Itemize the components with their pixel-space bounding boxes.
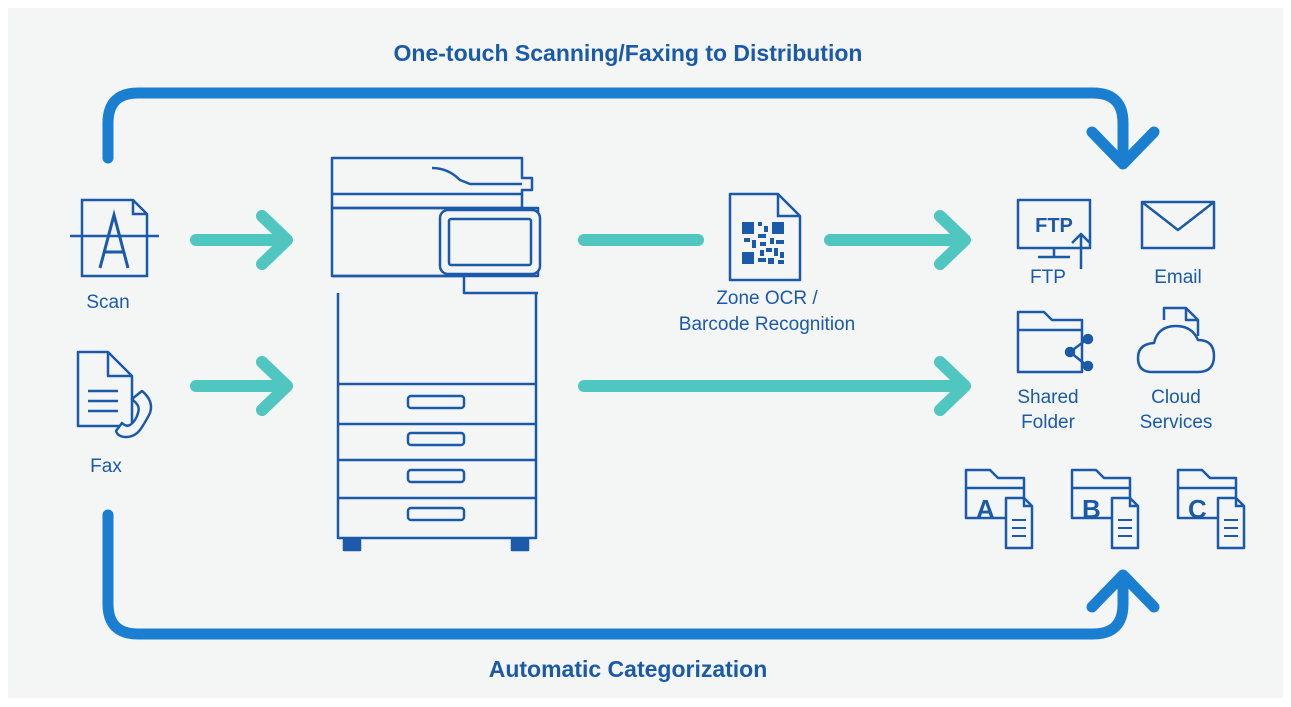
- cloud-services-label-line1: Cloud: [1151, 387, 1201, 408]
- ocr-label-line2: Barcode Recognition: [678, 314, 856, 335]
- scan-icon-letter: A: [8, 8, 9, 9]
- cloud-services-label-line2: Services: [1139, 412, 1213, 433]
- top-flow-arrow: [102, 87, 1129, 164]
- category-letter: B: [1082, 494, 1101, 524]
- bottom-flow-arrow: [102, 509, 1129, 640]
- top-flow-title: One-touch Scanning/Faxing to Distributio…: [393, 40, 863, 66]
- qr-document-icon: [728, 192, 802, 282]
- category-letter: A: [976, 494, 995, 524]
- email-label: Email: [1154, 267, 1202, 288]
- multifunction-printer-icon: [330, 156, 542, 552]
- diagram-art: A: [8, 8, 1246, 640]
- ftp-icon-text: FTP: [1035, 215, 1073, 237]
- lettered-folder-icon-b: B: [1070, 468, 1140, 550]
- bottom-flow-title: Automatic Categorization: [488, 656, 768, 682]
- shared-folder-label-line1: Shared: [1017, 387, 1079, 408]
- ftp-monitor-icon: FTP: [1016, 198, 1092, 269]
- envelope-icon: [1140, 200, 1216, 250]
- ocr-to-destinations-arrow: [824, 210, 971, 270]
- scan-to-printer-arrow: [190, 210, 293, 270]
- category-letter: C: [1188, 494, 1207, 524]
- top-flow-arrowhead: [1086, 126, 1160, 170]
- lettered-folder-icon-a: A: [964, 468, 1034, 550]
- shared-folder-icon: [1016, 310, 1094, 374]
- fax-label: Fax: [90, 456, 122, 477]
- diagram-canvas: A: [8, 8, 1283, 698]
- bottom-flow-arrowhead: [1086, 569, 1160, 613]
- printer-to-destinations-arrow: [578, 356, 971, 416]
- ocr-label-line1: Zone OCR /: [716, 288, 818, 309]
- lettered-folder-icon-c: C: [1176, 468, 1246, 550]
- shared-folder-label-line2: Folder: [1021, 412, 1075, 433]
- ftp-label: FTP: [1030, 267, 1066, 288]
- cloud-document-icon: [1136, 306, 1216, 374]
- fax-to-printer-arrow: [190, 356, 293, 416]
- scanned-document-icon: [70, 198, 159, 278]
- scan-label: Scan: [86, 292, 130, 313]
- fax-document-phone-icon: [76, 350, 153, 439]
